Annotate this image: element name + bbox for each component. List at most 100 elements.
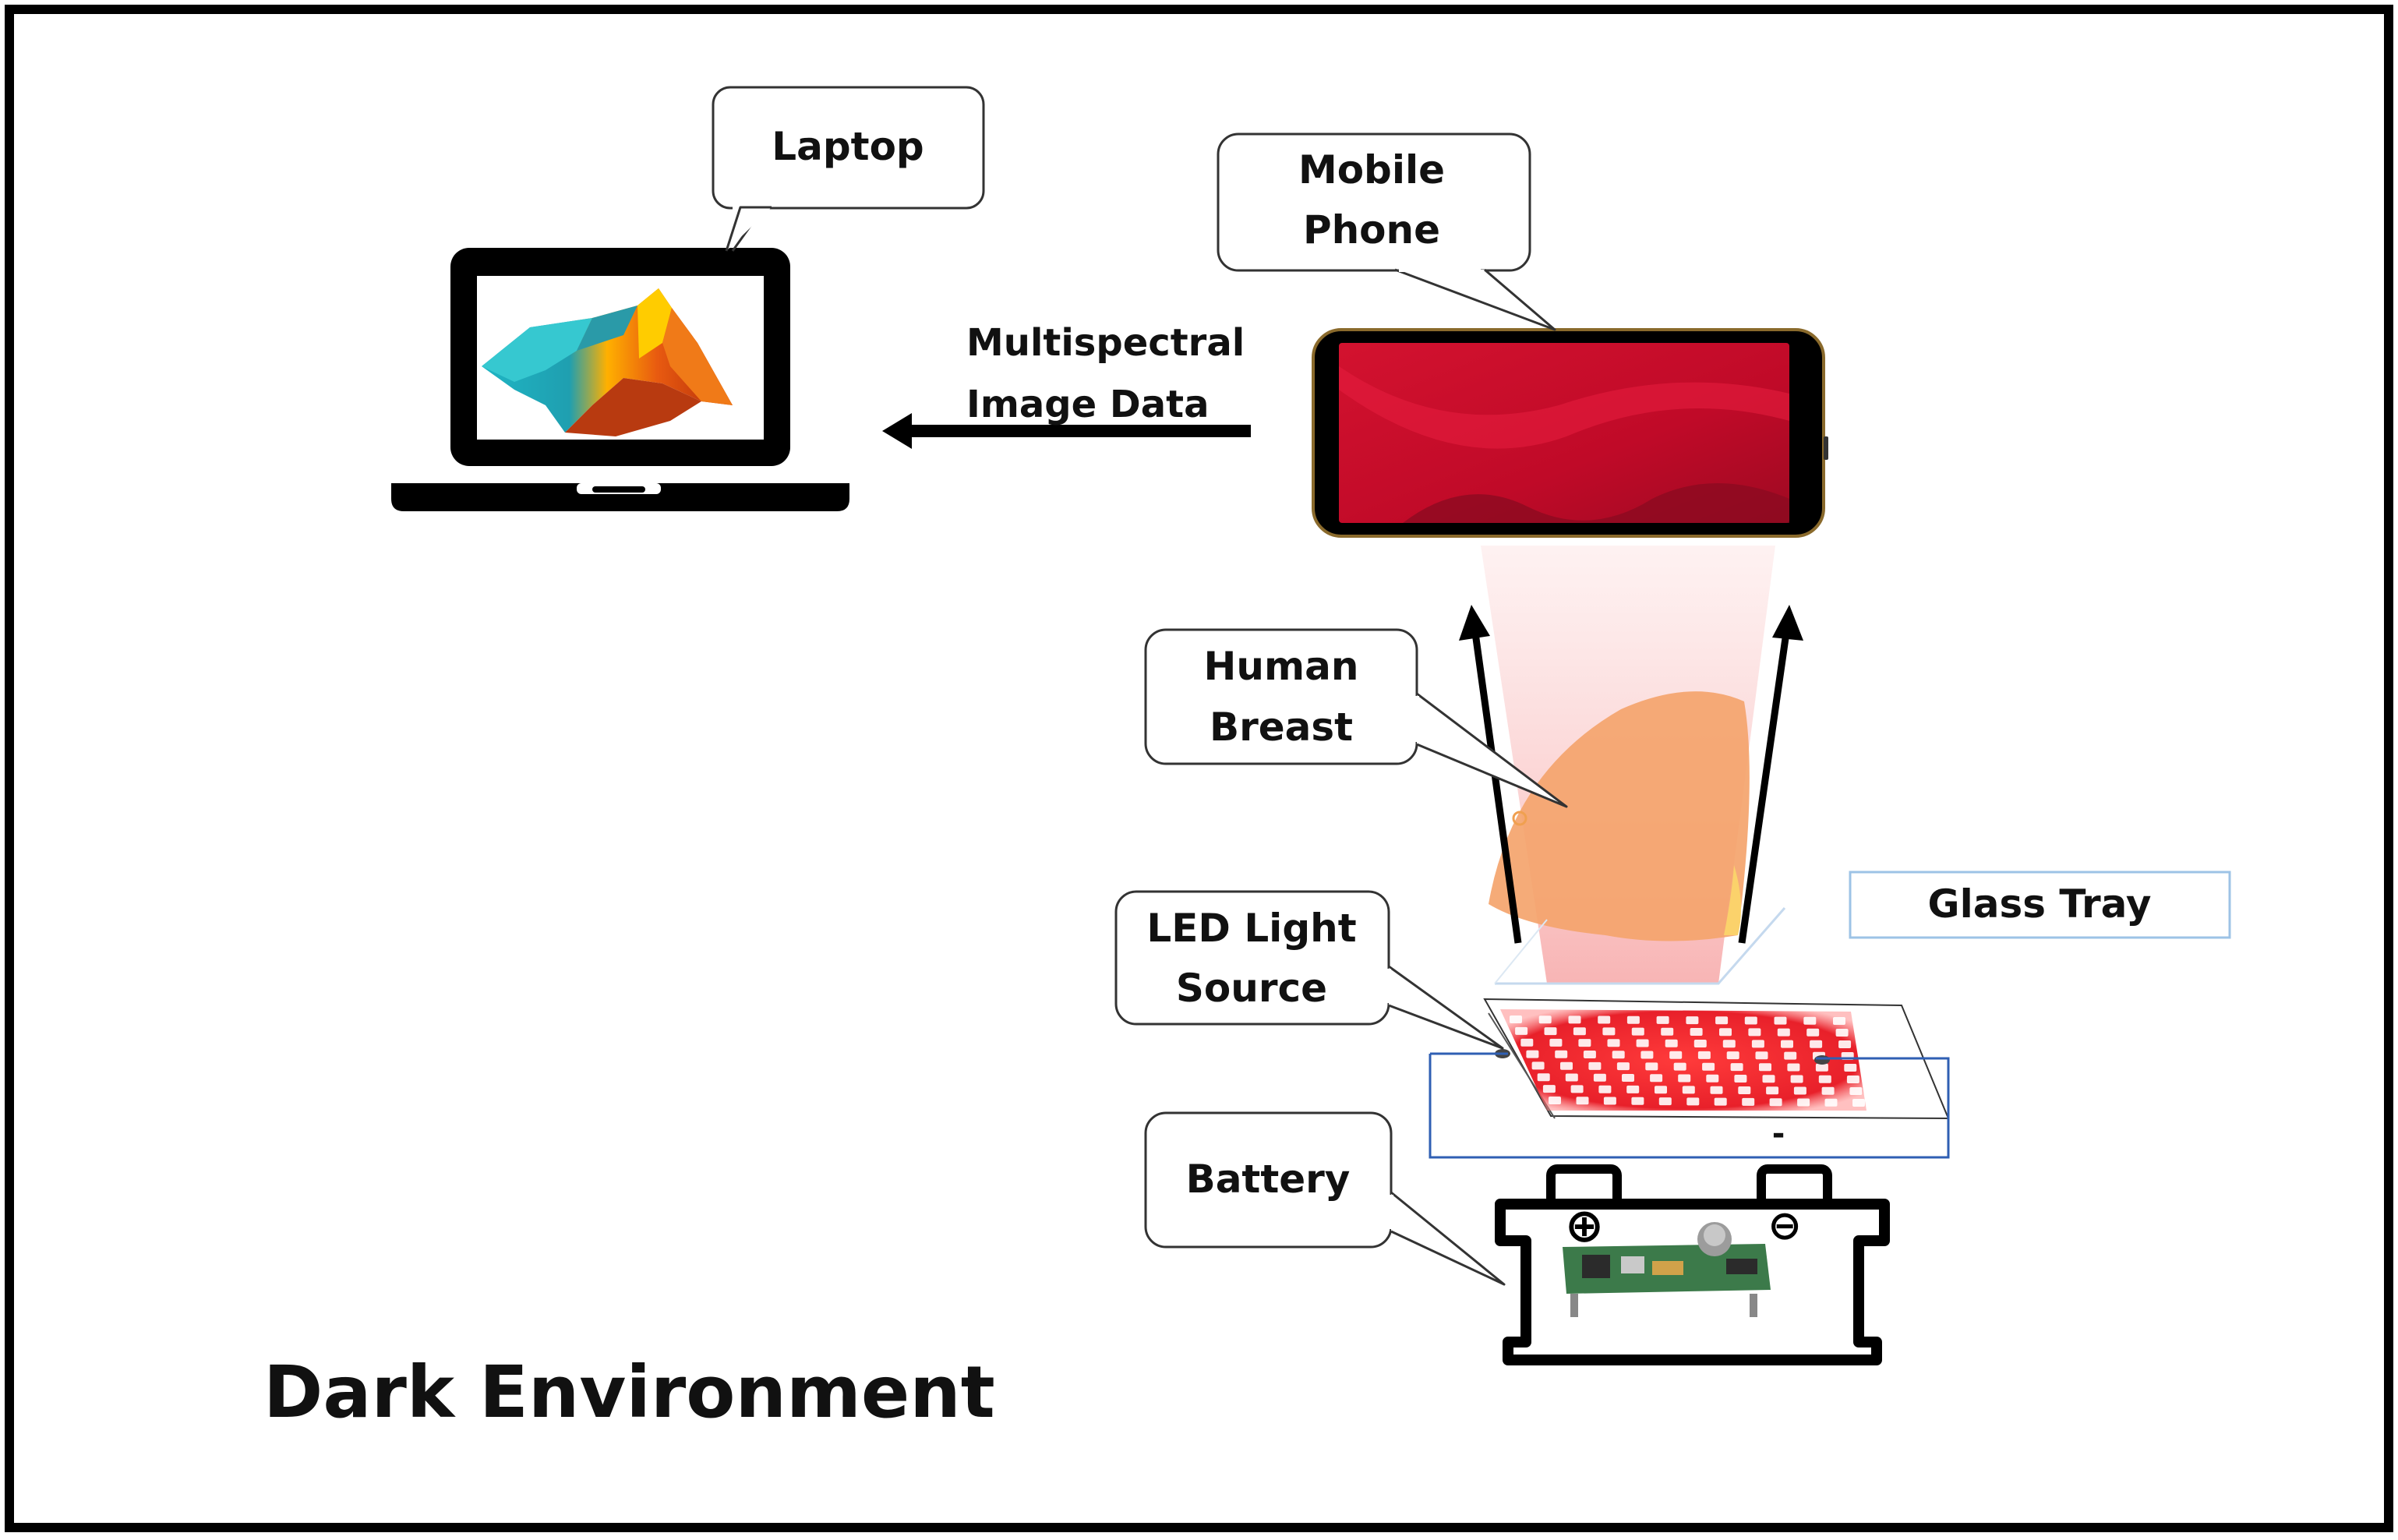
led-dot xyxy=(1526,1050,1539,1058)
callout-human-breast: Human Breast xyxy=(1144,628,1568,808)
led-dot xyxy=(1576,1097,1589,1105)
led-dot xyxy=(1626,1085,1640,1093)
led-dot xyxy=(1742,1097,1755,1106)
led-dot xyxy=(1734,1075,1747,1083)
led-dot xyxy=(1719,1028,1732,1037)
led-dot xyxy=(1844,1064,1857,1072)
led-dot xyxy=(1777,1028,1790,1037)
led-dot xyxy=(1598,1015,1611,1024)
led-panel-icon xyxy=(1483,998,1950,1120)
led-dot xyxy=(1762,1075,1775,1083)
led-dot xyxy=(1702,1062,1715,1071)
led-dot xyxy=(1769,1098,1782,1107)
led-dot xyxy=(1593,1073,1606,1082)
led-dot xyxy=(1607,1039,1620,1047)
led-dot xyxy=(1714,1097,1727,1106)
led-dot xyxy=(1833,1017,1845,1025)
wire-minus-sign: - xyxy=(1772,1116,1785,1152)
led-dot xyxy=(1722,1040,1736,1048)
led-dot xyxy=(1570,1085,1584,1093)
battery-positive-terminal: ⊕ xyxy=(1565,1199,1604,1253)
led-dot xyxy=(1755,1051,1768,1060)
led-dot xyxy=(1626,1015,1640,1024)
footer-title: Dark Environment xyxy=(263,1351,995,1434)
led-dot xyxy=(1810,1040,1823,1048)
led-dot xyxy=(1549,1038,1563,1047)
led-dot xyxy=(1573,1027,1586,1036)
circuit-board-icon xyxy=(1563,1222,1771,1317)
callout-glass-tray-label: Glass Tray xyxy=(1928,881,2152,927)
led-dot xyxy=(1738,1086,1751,1094)
led-dot xyxy=(1715,1016,1729,1025)
battery-negative-terminal: ⊖ xyxy=(1768,1203,1802,1249)
led-dot xyxy=(1846,1076,1859,1083)
led-dot xyxy=(1838,1040,1852,1048)
outer-frame xyxy=(5,5,2393,1532)
callout-led-line1: LED Light xyxy=(1146,906,1356,951)
led-dot xyxy=(1583,1051,1596,1058)
callout-led-line2: Source xyxy=(1176,966,1327,1011)
breast-shape xyxy=(1489,691,1750,941)
callout-laptop-label: Laptop xyxy=(772,124,924,169)
led-dot xyxy=(1656,1015,1669,1024)
callout-laptop: Laptop xyxy=(712,86,985,252)
led-dot xyxy=(1686,1016,1699,1025)
led-dot xyxy=(1658,1097,1672,1106)
led-dot xyxy=(1636,1039,1649,1047)
data-flow-arrow: Multispectral Image Data xyxy=(882,321,1251,449)
led-dot xyxy=(1744,1016,1757,1025)
led-dot xyxy=(1803,1016,1817,1025)
callout-led-light-source: LED Light Source xyxy=(1114,890,1504,1050)
led-dot xyxy=(1531,1061,1545,1070)
led-dot xyxy=(1510,1015,1522,1023)
led-dot xyxy=(1665,1039,1678,1047)
upward-arrow-left xyxy=(1459,605,1522,944)
callout-mobile-line2: Phone xyxy=(1303,207,1440,253)
led-dot xyxy=(1835,1029,1849,1037)
led-dot xyxy=(1588,1061,1602,1070)
led-dot xyxy=(1852,1099,1865,1107)
led-dot xyxy=(1751,1040,1764,1048)
callout-mobile-phone: Mobile Phone xyxy=(1217,132,1556,331)
led-dot xyxy=(1781,1040,1793,1048)
led-dot xyxy=(1815,1063,1828,1072)
led-dot xyxy=(1797,1098,1810,1107)
led-dot xyxy=(1612,1051,1625,1059)
surface-plot-icon xyxy=(482,288,733,436)
callout-breast-line2: Breast xyxy=(1210,705,1353,750)
upward-arrow-right xyxy=(1738,605,1803,944)
led-dot xyxy=(1565,1073,1578,1082)
callout-breast-line1: Human xyxy=(1204,644,1359,689)
led-dot xyxy=(1616,1062,1630,1071)
led-dot xyxy=(1748,1028,1761,1037)
led-dot xyxy=(1787,1063,1800,1072)
led-dot xyxy=(1806,1028,1820,1037)
led-dot xyxy=(1650,1074,1663,1083)
arrow-label-line1: Multispectral xyxy=(966,321,1245,365)
led-dot xyxy=(1622,1074,1634,1082)
led-dot xyxy=(1515,1026,1528,1035)
led-dot xyxy=(1849,1087,1863,1095)
led-dot xyxy=(1686,1097,1700,1106)
led-dot xyxy=(1726,1051,1739,1060)
led-dot xyxy=(1730,1063,1743,1072)
led-dot xyxy=(1784,1051,1797,1060)
led-dot xyxy=(1669,1051,1683,1059)
led-dot xyxy=(1766,1086,1779,1095)
led-dot xyxy=(1678,1074,1691,1083)
callout-mobile-line1: Mobile xyxy=(1298,147,1445,192)
led-dot xyxy=(1690,1028,1703,1036)
led-dot xyxy=(1774,1016,1787,1025)
led-wiring: - xyxy=(1429,1052,1950,1159)
led-dot xyxy=(1544,1027,1557,1036)
led-dot xyxy=(1661,1027,1674,1036)
mobile-phone-icon xyxy=(1312,328,1828,538)
led-dot xyxy=(1818,1075,1831,1083)
led-dot xyxy=(1640,1051,1654,1059)
led-dot xyxy=(1706,1074,1719,1083)
led-dot xyxy=(1793,1086,1806,1095)
led-dot xyxy=(1603,1097,1616,1105)
led-dot xyxy=(1538,1015,1552,1024)
